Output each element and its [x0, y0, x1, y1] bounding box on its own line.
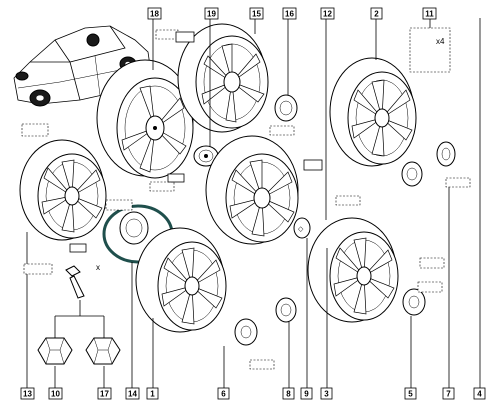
- reference-boxes: [21, 27, 471, 370]
- callout-box: [404, 387, 417, 400]
- callout-11: 11: [422, 7, 437, 20]
- wheel-nut-17: [85, 337, 121, 365]
- callout-number: 13: [23, 390, 32, 399]
- cap-8: [275, 297, 297, 323]
- callout-6a: 6: [217, 387, 230, 400]
- callout-box: [147, 7, 162, 20]
- callout-number: 7: [446, 390, 451, 399]
- callout-box: [20, 387, 35, 400]
- callout-number: 6: [221, 390, 226, 399]
- callout-1: 1: [146, 387, 159, 400]
- callout-number: 8: [286, 390, 291, 399]
- callout-number: 14: [128, 390, 137, 399]
- wheel-2: [329, 57, 417, 167]
- callout-box: [204, 7, 219, 20]
- callout-number: 16: [285, 10, 294, 19]
- callout-number: 15: [252, 10, 261, 19]
- callout-box: [217, 387, 230, 400]
- callout-number: 9: [304, 390, 309, 399]
- callout-number: 12: [323, 10, 332, 19]
- wheel-3: [307, 217, 399, 323]
- wheel-nut-10: [37, 337, 73, 365]
- callout-number: 5: [408, 390, 413, 399]
- wheel-18: [96, 59, 194, 179]
- callout-box: [320, 387, 333, 400]
- callout-15: 15: [249, 7, 264, 20]
- callout-number: 17: [100, 390, 109, 399]
- callout-8: 8: [282, 387, 295, 400]
- callout-box: [320, 7, 335, 20]
- callout-number: 2: [374, 10, 379, 19]
- callout-box: [473, 387, 486, 400]
- svg-text:◇: ◇: [298, 226, 304, 233]
- callout-5: 5: [404, 387, 417, 400]
- callout-box: [300, 387, 313, 400]
- callout-box: [282, 7, 297, 20]
- callout-10: 10: [48, 387, 63, 400]
- callout-3: 3: [320, 387, 333, 400]
- hub-cap-19: [193, 145, 219, 167]
- centre-cap-16: [274, 94, 298, 122]
- callout-13: 13: [20, 387, 35, 400]
- callout-18: 18: [147, 7, 162, 20]
- callout-box: [370, 7, 383, 20]
- callout-7: 7: [442, 387, 455, 400]
- callout-box: [48, 387, 63, 400]
- callout-number: 11: [425, 10, 434, 19]
- emblem-9: ◇: [293, 217, 311, 239]
- callout-box: [422, 7, 437, 20]
- label-tags: [69, 31, 323, 253]
- wheel-13: [19, 139, 107, 241]
- callout-number: 10: [51, 390, 60, 399]
- callout-2: 2: [370, 7, 383, 20]
- callout-number: 19: [207, 10, 216, 19]
- wheel-15: [177, 23, 269, 133]
- callout-number: 1: [150, 390, 155, 399]
- callout-12: 12: [320, 7, 335, 20]
- cap-4: [436, 141, 456, 167]
- callout-box: [442, 387, 455, 400]
- wheel-bolt: [65, 265, 85, 299]
- leader-lines: [26, 18, 481, 388]
- callout-number: 18: [150, 10, 159, 19]
- cap-6: [234, 318, 258, 346]
- callout-box: [282, 387, 295, 400]
- callout-14: 14: [125, 387, 140, 400]
- x-annotation: x: [96, 263, 100, 272]
- cap-7: [401, 161, 423, 187]
- callout-box: [97, 387, 112, 400]
- callout-box: [125, 387, 140, 400]
- cap-5: [402, 288, 426, 316]
- callout-number: 3: [324, 390, 329, 399]
- callout-box: [146, 387, 159, 400]
- callout-4: 4: [473, 387, 486, 400]
- callout-19: 19: [204, 7, 219, 20]
- x4-annotation: x4: [436, 37, 445, 46]
- wheel-12: [205, 135, 299, 245]
- callout-16: 16: [282, 7, 297, 20]
- callout-9: 9: [300, 387, 313, 400]
- wheel-1: [135, 227, 227, 333]
- callout-number: 4: [477, 390, 482, 399]
- callout-box: [249, 7, 264, 20]
- callout-17: 17: [97, 387, 112, 400]
